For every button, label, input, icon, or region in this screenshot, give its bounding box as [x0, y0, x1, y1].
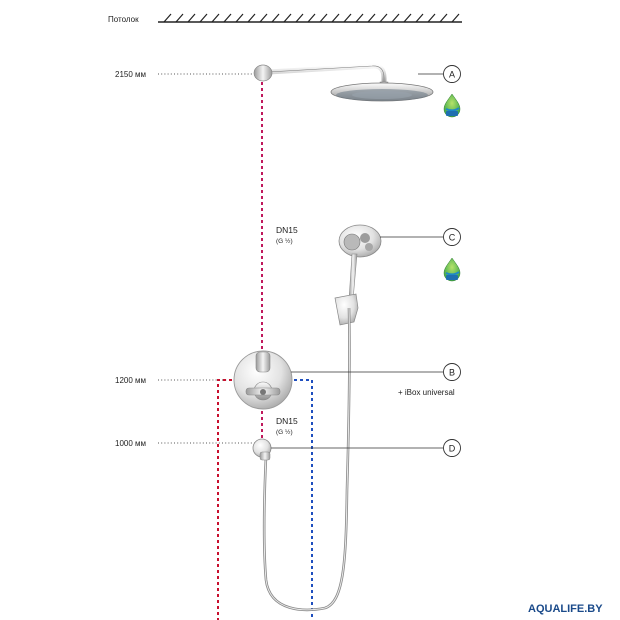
- brand-watermark: AQUALIFE.BY: [528, 603, 603, 615]
- hatch-stroke: [187, 13, 196, 23]
- hatch-stroke: [175, 13, 184, 23]
- callout-c: C: [443, 228, 461, 246]
- ceiling-hatching: [163, 13, 460, 23]
- pipe-size-label-lower: DN15 (G ½): [276, 416, 298, 436]
- svg-text:C: C: [449, 233, 456, 243]
- hatch-stroke: [451, 13, 460, 23]
- hand-shower: [262, 224, 382, 612]
- hatch-stroke: [223, 13, 232, 23]
- hatch-stroke: [391, 13, 400, 23]
- pipe-size-label-upper: DN15 (G ½): [276, 225, 298, 245]
- height-marker-2150: 2150 мм: [115, 70, 252, 79]
- hatch-stroke: [367, 13, 376, 23]
- hatch-stroke: [343, 13, 352, 23]
- hatch-stroke: [295, 13, 304, 23]
- hatch-stroke: [271, 13, 280, 23]
- height-label: 1000 мм: [115, 439, 146, 448]
- hatch-stroke: [379, 13, 388, 23]
- wall-outlet-elbow: [252, 438, 272, 461]
- hatch-stroke: [163, 13, 172, 23]
- eco-water-drop-icon: [443, 257, 461, 282]
- hatch-stroke: [307, 13, 316, 23]
- cold-supply-pipe: [288, 379, 313, 620]
- ceiling-label: Потолок: [108, 15, 139, 24]
- svg-text:DN15: DN15: [276, 416, 298, 426]
- callout-a: A: [443, 65, 461, 83]
- eco-water-drop-icon: [443, 93, 461, 118]
- hatch-stroke: [415, 13, 424, 23]
- hatch-stroke: [235, 13, 244, 23]
- callout-d: D: [443, 439, 461, 457]
- hatch-stroke: [319, 13, 328, 23]
- height-marker-1000: 1000 мм: [115, 439, 255, 448]
- height-marker-1200: 1200 мм: [115, 376, 228, 385]
- hatch-stroke: [283, 13, 292, 23]
- thermostatic-mixer: [233, 350, 293, 410]
- overhead-shower: [253, 63, 434, 102]
- height-label: 2150 мм: [115, 70, 146, 79]
- svg-text:DN15: DN15: [276, 225, 298, 235]
- hatch-stroke: [355, 13, 364, 23]
- hatch-stroke: [247, 13, 256, 23]
- hatch-stroke: [331, 13, 340, 23]
- hatch-stroke: [259, 13, 268, 23]
- svg-text:(G ½): (G ½): [276, 428, 293, 436]
- ibox-universal-note: + iBox universal: [398, 388, 455, 397]
- hatch-stroke: [211, 13, 220, 23]
- svg-text:D: D: [449, 444, 456, 454]
- hatch-stroke: [439, 13, 448, 23]
- hatch-stroke: [403, 13, 412, 23]
- callout-b: B: [443, 363, 461, 381]
- svg-text:B: B: [449, 368, 455, 378]
- hatch-stroke: [427, 13, 436, 23]
- svg-text:(G ½): (G ½): [276, 237, 293, 245]
- height-label: 1200 мм: [115, 376, 146, 385]
- ceiling: Потолок: [108, 13, 462, 24]
- hatch-stroke: [199, 13, 208, 23]
- hot-supply-pipe: [217, 379, 238, 620]
- svg-text:A: A: [449, 70, 455, 80]
